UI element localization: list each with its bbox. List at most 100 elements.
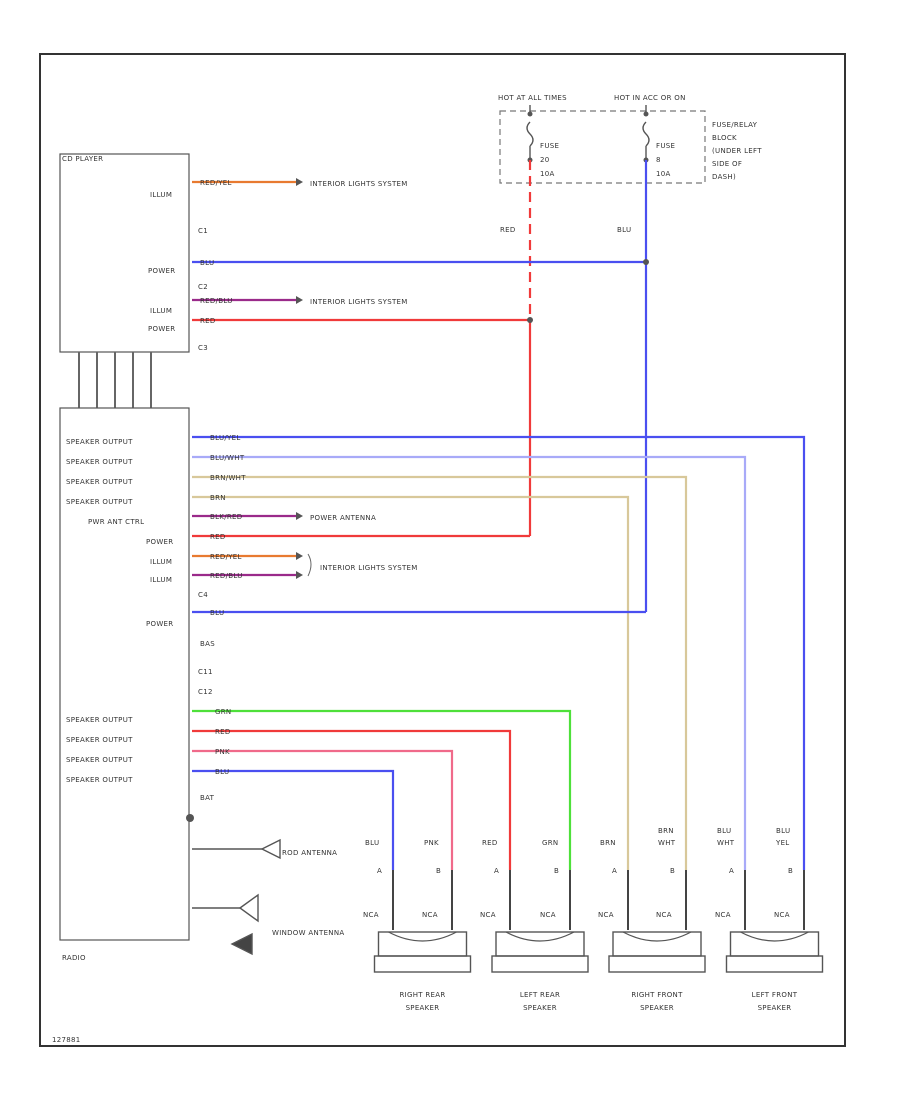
- fuse1-number: 20: [540, 156, 550, 164]
- speaker-wire-label: BRN: [600, 839, 616, 847]
- junctions: [296, 178, 649, 579]
- cd-player-component: CD PLAYER ILLUM POWER ILLUM POWER C1 C2 …: [59, 153, 208, 353]
- speaker-wire-label: BLU: [717, 827, 731, 835]
- cd-conn-c1: C1: [198, 227, 208, 235]
- speaker-pin-a: A: [494, 867, 499, 875]
- speaker-cone: [388, 931, 457, 942]
- radio-wire-lbl-12: PNK: [215, 748, 230, 756]
- destination-labels: INTERIOR LIGHTS SYSTEM INTERIOR LIGHTS S…: [310, 180, 417, 572]
- radio-wire-lbl-1: BLU/YEL: [210, 434, 241, 442]
- speaker-name: RIGHT REAR: [399, 991, 445, 999]
- fuse2-number: 8: [656, 156, 661, 164]
- speaker-pin-b: B: [788, 867, 793, 875]
- cd-wire-lbl-2: BLU: [200, 259, 214, 267]
- speaker-body: [729, 931, 820, 957]
- speaker-name: SPEAKER: [406, 1004, 440, 1012]
- speaker-nca-label: NCA: [363, 911, 379, 919]
- cd-interior-lights-1: INTERIOR LIGHTS SYSTEM: [310, 180, 408, 188]
- fuse-blu-wire-label: BLU: [617, 226, 631, 234]
- fuse2-rating: 10A: [656, 170, 671, 178]
- speaker-wire-label: BLU: [365, 839, 379, 847]
- speaker-pin-b: B: [436, 867, 441, 875]
- speaker-pin-a: A: [729, 867, 734, 875]
- hot-in-acc-label: HOT IN ACC OR ON: [614, 94, 686, 102]
- grn-wire: [192, 709, 572, 870]
- speaker-body: [612, 931, 702, 957]
- radio-spk-out-5: SPEAKER OUTPUT: [66, 716, 133, 724]
- fuse1-name: FUSE: [540, 142, 559, 150]
- speaker-wire-label: WHT: [658, 839, 676, 847]
- wiring: [192, 160, 806, 870]
- cd-conn-c3: C3: [198, 344, 208, 352]
- radio-conn-c11: C11: [198, 668, 213, 676]
- speaker-name: SPEAKER: [758, 1004, 792, 1012]
- speaker-wire-label: WHT: [717, 839, 735, 847]
- cd-wire-lbl-4: RED: [200, 317, 216, 325]
- cd-illum-label-1: ILLUM: [150, 191, 172, 199]
- radio-wire-lbl-4: BRN: [210, 494, 226, 502]
- cd-radio-ribbon: [78, 352, 152, 408]
- radio-wire-lbl-13: BLU: [215, 768, 229, 776]
- radio-spk-out-8: SPEAKER OUTPUT: [66, 776, 133, 784]
- radio-wire-lbl-10: GRN: [215, 708, 231, 716]
- speaker-base: [491, 955, 589, 973]
- speaker-pin-b: B: [670, 867, 675, 875]
- radio-wire-lbl-11: RED: [215, 728, 231, 736]
- diagram-frame: [39, 53, 846, 1047]
- speaker-name: LEFT FRONT: [752, 991, 798, 999]
- brn-wht-wire: [192, 475, 688, 870]
- fuse-block-desc-2: BLOCK: [712, 134, 737, 142]
- radio-wire-lbl-6: RED: [210, 533, 226, 541]
- radio-pwr-ant-ctrl: PWR ANT CTRL: [88, 518, 144, 526]
- radio-wire-lbl-3: BRN/WHT: [210, 474, 246, 482]
- speaker-base: [725, 955, 824, 973]
- speaker-pin-a: A: [377, 867, 382, 875]
- speaker-cone: [740, 931, 809, 942]
- radio-conn-c4: C4: [198, 591, 208, 599]
- radio-wire-lbl-7: RED/YEL: [210, 553, 242, 561]
- speaker-nca-label: NCA: [480, 911, 496, 919]
- cd-power-label-1: POWER: [148, 267, 175, 275]
- fuse1-rating: 10A: [540, 170, 555, 178]
- speaker-base: [608, 955, 706, 973]
- speaker-nca-label: NCA: [656, 911, 672, 919]
- radio-spk-out-2: SPEAKER OUTPUT: [66, 458, 133, 466]
- red-spk-wire: [192, 729, 512, 870]
- fuse-block-desc-3: (UNDER LEFT: [712, 147, 762, 155]
- cd-conn-c2: C2: [198, 283, 208, 291]
- blu-yel-wire: [192, 435, 806, 870]
- fuse-block-desc-4: SIDE OF: [712, 160, 742, 168]
- fuse-block-outline: [499, 110, 706, 184]
- fuse-red-wire-label: RED: [500, 226, 516, 234]
- radio-component: RADIO SPEAKER OUTPUT SPEAKER OUTPUT SPEA…: [59, 407, 215, 962]
- power-antenna-label: POWER ANTENNA: [310, 514, 376, 522]
- cd-interior-lights-2: INTERIOR LIGHTS SYSTEM: [310, 298, 408, 306]
- speaker-pin-b: B: [554, 867, 559, 875]
- speaker-wire-label: BLU: [776, 827, 790, 835]
- speaker-nca-label: NCA: [422, 911, 438, 919]
- radio-conn-bas: BAS: [200, 640, 215, 648]
- wire-labels: RED/YEL BLU RED/BLU RED BLU/YEL BLU/WHT …: [200, 179, 246, 776]
- antennas: [192, 838, 281, 956]
- speaker-wire-label: YEL: [775, 839, 790, 847]
- radio-power-1: POWER: [146, 538, 173, 546]
- cd-wire-lbl-3: RED/BLU: [200, 297, 233, 305]
- blu-wht-wire: [192, 455, 747, 870]
- radio-spk-out-6: SPEAKER OUTPUT: [66, 736, 133, 744]
- radio-spk-out-3: SPEAKER OUTPUT: [66, 478, 133, 486]
- blu-spk-wire: [192, 769, 395, 870]
- radio-illum-1: ILLUM: [150, 558, 172, 566]
- speaker-name: LEFT REAR: [520, 991, 560, 999]
- speaker-wire-label: GRN: [542, 839, 558, 847]
- radio-title: RADIO: [62, 954, 86, 962]
- radio-wire-lbl-5: BLK/RED: [210, 513, 242, 521]
- fuse2-name: FUSE: [656, 142, 675, 150]
- window-antenna-label: WINDOW ANTENNA: [272, 929, 344, 937]
- brn-wire: [192, 495, 630, 870]
- fuse-relay-block: HOT AT ALL TIMES HOT IN ACC OR ON FUSE 2…: [498, 94, 762, 234]
- speaker-name: SPEAKER: [523, 1004, 557, 1012]
- speaker-name: SPEAKER: [640, 1004, 674, 1012]
- footer-code: 127881: [52, 1036, 81, 1044]
